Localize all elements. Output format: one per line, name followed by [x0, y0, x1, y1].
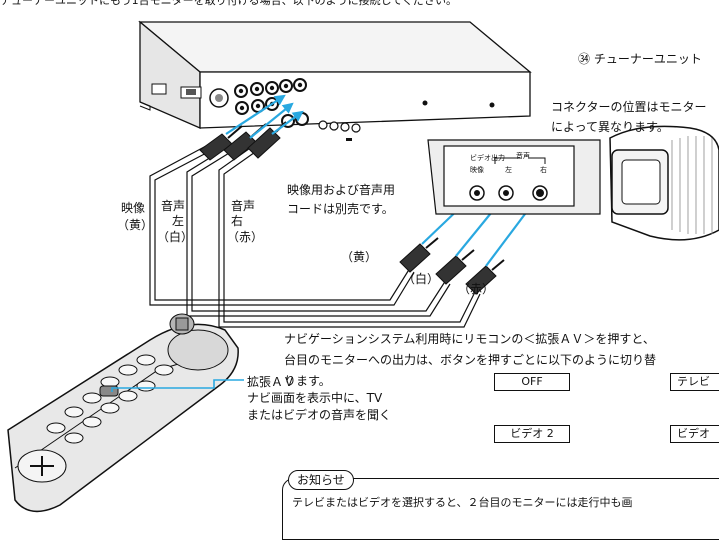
instruction-line2: 台目のモニターへの出力は、ボタンを押すごとに以下のように切り替 — [284, 353, 657, 367]
callout-line — [111, 379, 244, 392]
connection-diagram — [7, 20, 719, 513]
connector-note-line1: コネクターの位置はモニター — [551, 100, 707, 114]
cable-label-video-color: （黄） — [117, 218, 154, 232]
notice-badge: お知らせ — [288, 470, 354, 490]
panel-video-label: 映像 — [470, 166, 484, 174]
panel-audio-label: 音声 — [516, 152, 530, 160]
cable-label-audio-left-3: （白） — [157, 230, 194, 244]
tuner-name: チューナーユニット — [593, 52, 702, 66]
plug-label-yellow: （黄） — [341, 250, 378, 264]
cycle-box-off: OFF — [494, 373, 570, 391]
plug-label-red: （赤） — [458, 282, 495, 296]
cable-set — [149, 145, 481, 328]
cable-label-audio-right-3: （赤） — [227, 230, 264, 244]
plug-label-white: （白） — [403, 272, 440, 286]
tuner-side-plugs — [199, 121, 287, 161]
panel-left-label: 左 — [505, 166, 512, 174]
remote-callout-line2: またはビデオの音声を聞く — [247, 408, 392, 422]
tuner-unit-illustration — [138, 20, 532, 141]
cycle-box-tv: テレビ — [670, 373, 719, 391]
cable-label-audio-right-2: 右 — [231, 214, 244, 228]
panel-right-label: 右 — [540, 166, 547, 174]
monitor-rear-panel — [427, 139, 601, 215]
remote-control-illustration — [7, 313, 239, 513]
cable-label-audio-right-1: 音声 — [231, 199, 256, 213]
cycle-box-video2: ビデオ 2 — [494, 425, 570, 443]
cable-label-video: 映像 — [121, 201, 146, 215]
cable-label-audio-left-2: 左 — [172, 214, 185, 228]
cord-note-line1: 映像用および音声用 — [287, 183, 396, 197]
tuner-label: ㉞ チューナーユニット — [578, 52, 702, 66]
connector-note-line2: によって異なります。 — [551, 120, 669, 134]
remote-callout-line1: ナビ画面を表示中に、TV — [247, 391, 383, 405]
monitor-side-plugs — [399, 237, 505, 295]
cable-label-audio-left-1: 音声 — [161, 199, 186, 213]
instruction-line1: ナビゲーションシステム利用時にリモコンの＜拡張ＡＶ＞を押すと、 — [284, 332, 655, 346]
cord-note-line2: コードは別売です。 — [287, 202, 394, 216]
header-intro: チューナーユニットにもう1台モニターを取り付ける場合、以下のように接続してくださ… — [0, 0, 458, 7]
panel-video-out-label: ビデオ出力 — [470, 154, 505, 162]
notice-text: テレビまたはビデオを選択すると、２台目のモニターには走行中も画 — [292, 496, 633, 509]
tuner-marker: ㉞ — [578, 52, 591, 66]
instruction-line3: ります。 — [284, 374, 331, 388]
remote-callout-title: 拡張ＡＶ — [247, 375, 296, 389]
cycle-box-video: ビデオ — [670, 425, 719, 443]
monitor-illustration — [609, 125, 719, 241]
